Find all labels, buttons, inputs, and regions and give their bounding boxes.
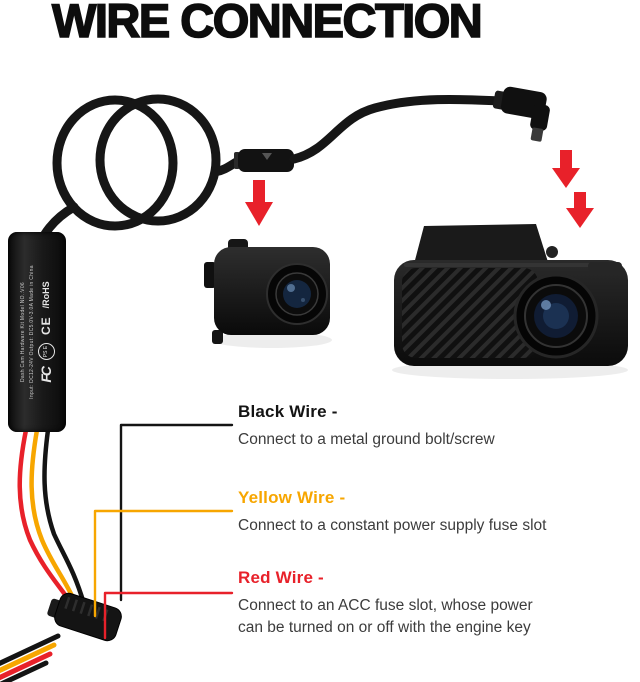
cable-coil — [32, 94, 245, 260]
kit-label-line1: Dash Cam Hardware Kit Model NO.:V06 — [19, 282, 26, 382]
kit-certification-label: Dash Cam Hardware Kit Model NO.:V06 Inpu… — [11, 238, 63, 426]
red-wire-heading: Red Wire - — [238, 568, 324, 587]
callout-black-wire: Black Wire - Connect to a metal ground b… — [238, 402, 638, 451]
callout-line-black — [119, 423, 234, 602]
rear-camera-image — [204, 239, 332, 348]
main-cable — [289, 94, 505, 164]
yellow-wire-body: Connect to a constant power supply fuse … — [238, 517, 547, 534]
yellow-wire-heading: Yellow Wire - — [238, 488, 346, 507]
callout-line-red — [103, 591, 234, 640]
kit-marks: FC PS E CE /RoHS — [37, 281, 55, 383]
camera-cable-connector — [234, 149, 294, 172]
usb-power-plug-icon — [492, 86, 550, 142]
black-wire-heading: Black Wire - — [238, 402, 338, 421]
down-arrow-icon — [552, 150, 580, 188]
fcc-mark-icon: FC — [38, 368, 54, 383]
ce-mark-icon: CE — [39, 316, 53, 335]
kit-label-line2: Input: DC12-24V Output: DC5.0V-3.0A Made… — [28, 265, 35, 399]
callout-yellow-wire: Yellow Wire - Connect to a constant powe… — [238, 488, 638, 537]
page-title: WIRE CONNECTION — [51, 0, 483, 47]
down-arrow-icon — [245, 180, 273, 226]
rohs-mark: /RoHS — [41, 281, 51, 309]
dash-cam-image — [392, 224, 628, 379]
kit-wires — [17, 427, 87, 607]
pse-mark-icon: PS E — [37, 343, 55, 360]
hardwire-kit-box: Dash Cam Hardware Kit Model NO.:V06 Inpu… — [8, 232, 66, 432]
callout-line-yellow — [93, 509, 234, 618]
down-arrow-icon — [566, 192, 594, 228]
red-wire-body: Connect to an ACC fuse slot, whose power… — [238, 597, 533, 636]
callout-red-wire: Red Wire - Connect to an ACC fuse slot, … — [238, 568, 638, 639]
wire-ribbon — [0, 633, 61, 682]
black-wire-body: Connect to a metal ground bolt/screw — [238, 431, 495, 448]
